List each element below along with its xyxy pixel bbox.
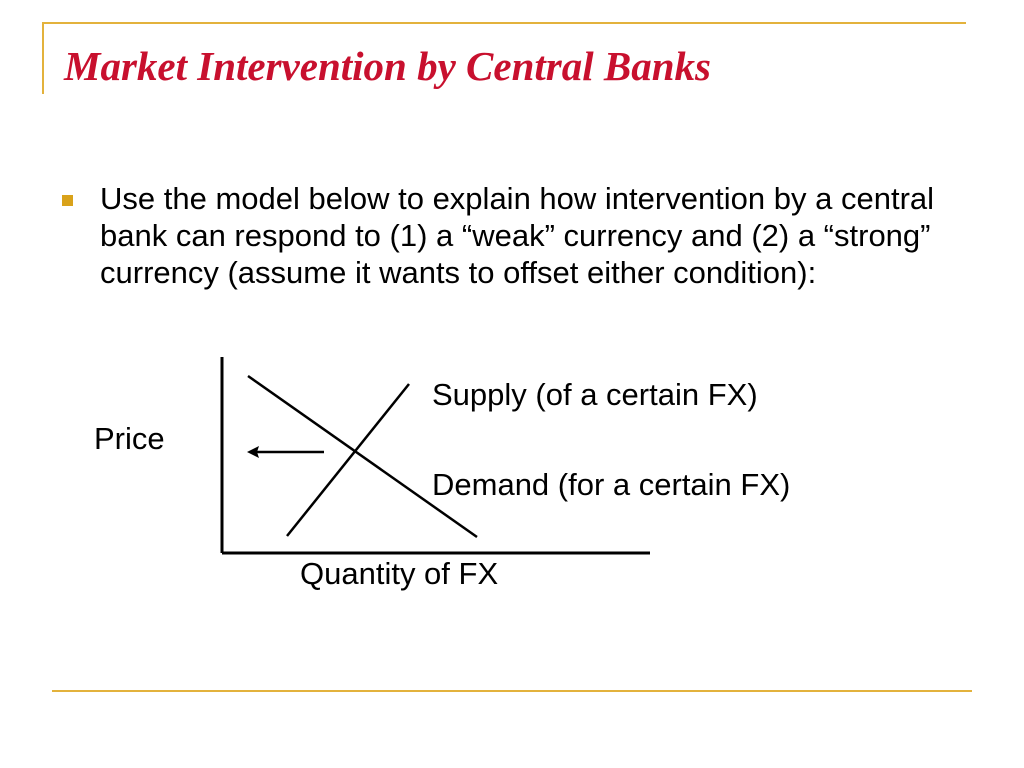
demand-curve — [247, 374, 478, 539]
slide-title: Market Intervention by Central Banks — [64, 43, 711, 89]
square-bullet-icon — [62, 195, 73, 206]
title-frame-top-rule — [42, 22, 966, 24]
x-axis-label: Quantity of FX — [300, 556, 499, 591]
bullet-text: Use the model below to explain how inter… — [100, 181, 935, 290]
left-arrow-icon — [247, 446, 259, 458]
footer-rule — [52, 690, 972, 692]
y-axis-label: Price — [94, 421, 165, 456]
title-frame-left-rule — [42, 22, 44, 94]
demand-curve-label: Demand (for a certain FX) — [432, 467, 791, 502]
supply-curve — [286, 383, 410, 537]
supply-curve-label: Supply (of a certain FX) — [432, 377, 758, 412]
